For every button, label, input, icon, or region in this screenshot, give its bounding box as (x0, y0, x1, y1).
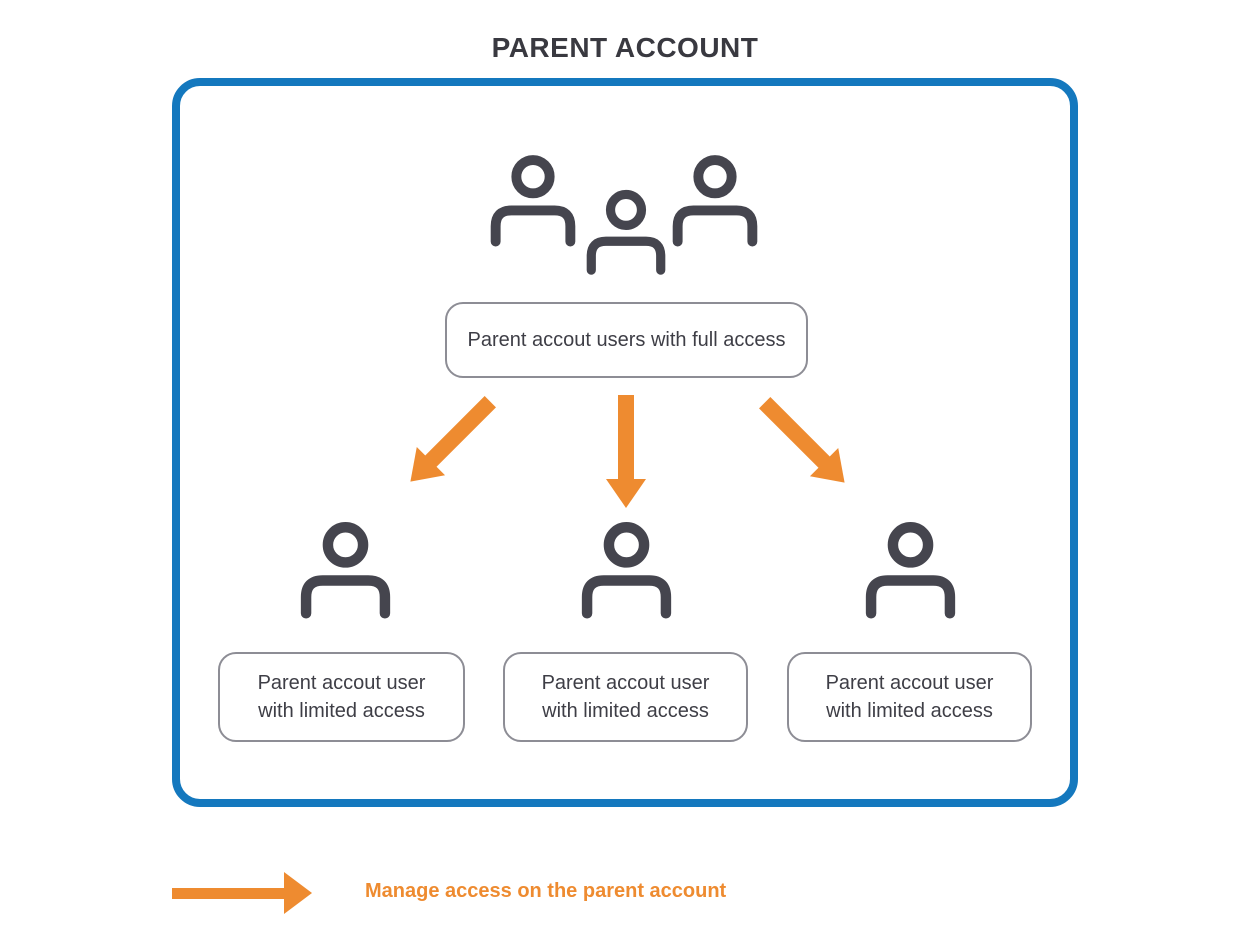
limited-access-label-line: with limited access (258, 700, 425, 722)
limited-access-label-line: with limited access (826, 700, 993, 722)
limited-access-label-box: Parent accout user with limited access (787, 652, 1032, 742)
user-icon (490, 155, 576, 247)
user-icon (672, 155, 758, 247)
user-icon (586, 189, 666, 275)
full-access-label-box: Parent accout users with full access (445, 302, 808, 378)
right-arrow-icon (172, 872, 312, 914)
user-icon (300, 522, 391, 619)
limited-access-label-line: Parent accout user (825, 672, 994, 694)
user-icon (865, 522, 956, 619)
legend-label: Manage access on the parent account (365, 880, 727, 902)
limited-access-label-box: Parent accout user with limited access (503, 652, 748, 742)
limited-access-label-line: Parent accout user (541, 672, 710, 694)
user-icon (581, 522, 672, 619)
limited-access-label-line: Parent accout user (257, 672, 426, 694)
limited-access-label-box: Parent accout user with limited access (218, 652, 465, 742)
limited-access-label-line: with limited access (542, 700, 709, 722)
down-left-arrow-icon (394, 386, 506, 498)
down-arrow-icon (604, 395, 648, 509)
diagram-title: PARENT ACCOUNT (491, 32, 759, 63)
down-right-arrow-icon (749, 387, 861, 499)
full-access-label: Parent accout users with full access (467, 329, 786, 351)
